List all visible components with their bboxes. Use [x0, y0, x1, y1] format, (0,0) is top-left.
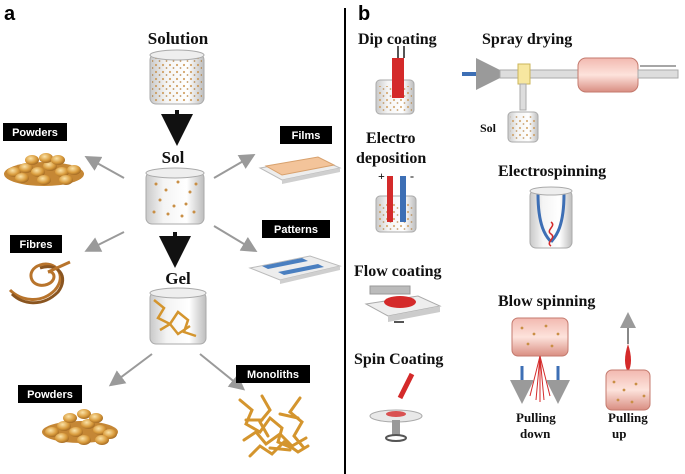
spray-sol-jar [507, 111, 539, 143]
label-solution: Solution [148, 29, 209, 48]
powders-pile-bottom [42, 409, 118, 445]
patterns-slab [248, 255, 342, 284]
arrow-sol-fibres [84, 231, 125, 252]
label-electro-2: deposition [356, 150, 426, 167]
flow-coating-icon [364, 285, 442, 323]
blow-spinning-up-icon [605, 312, 651, 411]
arrow-sol-powders [84, 156, 125, 179]
label-minus: - [410, 169, 414, 183]
films-slab [258, 156, 342, 184]
tag-films [280, 126, 332, 144]
label-flow-coating: Flow coating [354, 263, 442, 280]
arrow-sol-films [213, 153, 256, 179]
tag-powders-top [3, 123, 67, 141]
label-fibres: Fibres [19, 239, 52, 251]
panel-b-letter: b [358, 3, 370, 25]
label-monoliths: Monoliths [247, 369, 299, 381]
blow-spinning-down-icon [510, 317, 570, 404]
tag-fibres [10, 235, 62, 253]
label-pulling-up-1: Pulling [608, 410, 648, 425]
label-pulling-up-2: up [612, 426, 626, 441]
tag-monoliths [236, 365, 310, 383]
label-gel: Gel [165, 269, 191, 288]
fibres-coil [8, 260, 71, 305]
gel-jar [149, 287, 207, 345]
label-films: Films [292, 130, 321, 142]
label-plus: + [378, 169, 385, 183]
label-blow-spinning: Blow spinning [498, 293, 595, 310]
label-dip-coating: Dip coating [358, 31, 437, 48]
tag-powders-bottom [18, 385, 82, 403]
panel-a-letter: a [4, 3, 16, 25]
dip-coating-icon [375, 46, 415, 115]
label-spray-sol: Sol [480, 121, 497, 135]
arrow-gel-powders [108, 353, 153, 387]
arrow-sol-patterns [213, 225, 258, 253]
electrodeposition-icon [375, 176, 417, 233]
label-electrospinning: Electrospinning [498, 163, 606, 180]
label-electro-1: Electro [366, 130, 415, 147]
label-pulling-down-2: down [520, 426, 551, 441]
spray-drying-icon [462, 57, 679, 111]
label-powders-top: Powders [12, 127, 58, 139]
tag-patterns [262, 220, 330, 238]
label-spray-drying: Spray drying [482, 31, 572, 48]
label-powders-bottom: Powders [27, 389, 73, 401]
label-patterns: Patterns [274, 224, 318, 236]
sol-jar [145, 167, 205, 225]
powders-pile-top [4, 153, 84, 186]
electrospinning-icon [529, 186, 573, 249]
label-spin-coating: Spin Coating [354, 351, 443, 368]
arrow-gel-monoliths [199, 353, 246, 391]
label-pulling-down-1: Pulling [516, 410, 556, 425]
monolith-network [238, 394, 310, 458]
solution-jar [149, 49, 205, 105]
label-sol: Sol [162, 148, 185, 167]
spin-coating-icon [369, 372, 423, 442]
